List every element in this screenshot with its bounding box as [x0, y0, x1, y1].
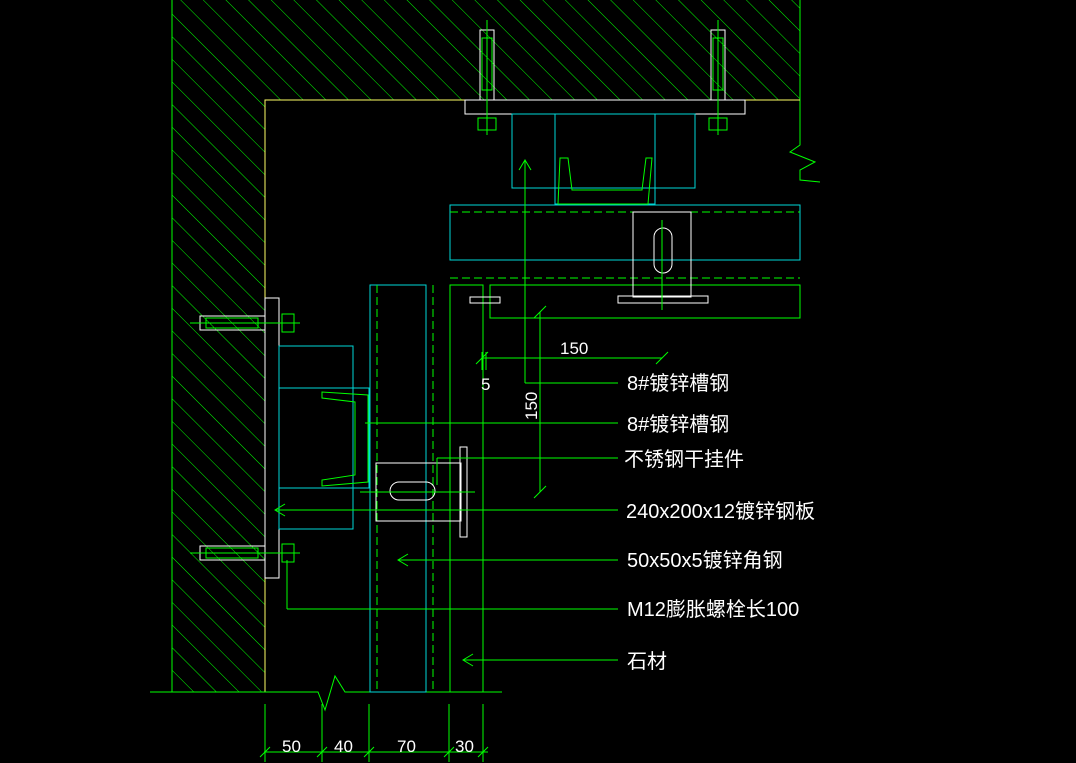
dim-b50: 50 — [282, 737, 301, 756]
label-angle: 50x50x5镀锌角钢 — [627, 549, 783, 572]
label-stone: 石材 — [627, 650, 667, 673]
stone-horizontal — [489, 284, 801, 319]
corner-clip — [469, 296, 501, 304]
horizontal-angle-steel — [449, 204, 801, 279]
top-anchor-assembly — [464, 20, 746, 135]
dim-b40: 40 — [334, 737, 353, 756]
label-channel-steel-2: 8#镀锌槽钢 — [627, 413, 729, 436]
top-hanger — [617, 211, 709, 310]
dim-h150: 150 — [560, 339, 588, 358]
side-hanger — [360, 446, 475, 538]
dim-gap5: 5 — [481, 375, 490, 394]
dimensions — [259, 305, 669, 762]
concrete-wall — [171, 0, 821, 692]
dim-b30: 30 — [455, 737, 474, 756]
leader-lines — [274, 159, 618, 667]
left-channel-steel — [278, 345, 370, 530]
vertical-angle-steel — [369, 284, 434, 693]
top-channel-steel — [511, 113, 696, 205]
label-channel-steel-1: 8#镀锌槽钢 — [627, 372, 729, 395]
label-plate: 240x200x12镀锌钢板 — [626, 500, 815, 523]
dim-v150: 150 — [522, 392, 541, 420]
label-bolt: M12膨胀螺栓长100 — [627, 598, 799, 621]
label-hanger: 不锈钢干挂件 — [624, 448, 744, 471]
dim-b70: 70 — [397, 737, 416, 756]
